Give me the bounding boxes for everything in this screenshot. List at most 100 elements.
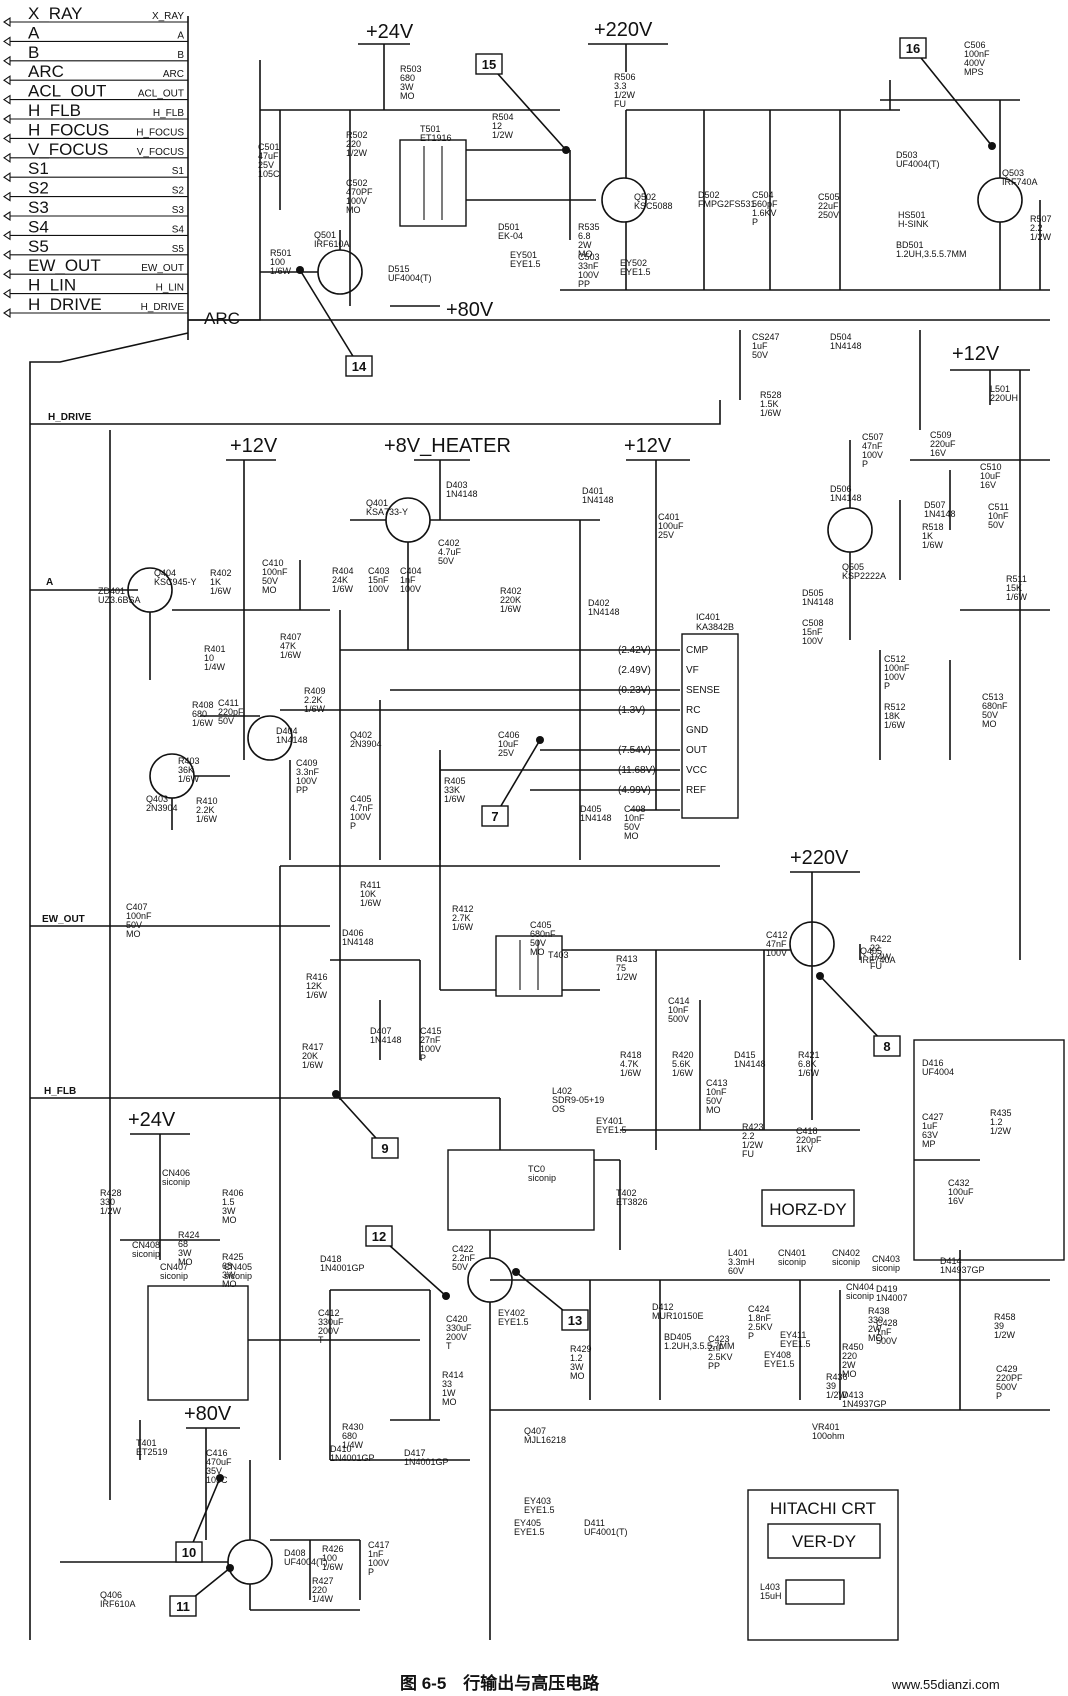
component-value: 1/6W: [798, 1068, 820, 1078]
component-value: T: [318, 1335, 324, 1345]
component-value: KSC945-Y: [154, 577, 197, 587]
component-value: 1/6W: [270, 266, 292, 276]
component-value: 1/2W: [346, 148, 368, 158]
component-value: 1/6W: [884, 720, 906, 730]
component-ref: D503: [896, 150, 918, 160]
component-value: 50V: [530, 938, 546, 948]
transformer-t401: [147, 1285, 249, 1401]
component-value: 220pF: [218, 707, 244, 717]
component-ref: ZD401: [98, 586, 125, 596]
right-coil-box: [913, 1039, 1065, 1261]
component-value: 1/6W: [620, 1068, 642, 1078]
middle-section: (2.42V)CMP(2.49V)VF(0.23V)SENSE(1.3V)RCG…: [127, 497, 739, 1460]
connector-signal-right: H_DRIVE: [141, 302, 185, 313]
component-ref: C418: [796, 1126, 818, 1136]
component-value: IRF740A: [1002, 177, 1038, 187]
component-ref: C509: [930, 430, 952, 440]
component-value: 1/2W: [616, 972, 638, 982]
component-value: FU: [742, 1149, 754, 1159]
connector-signal-right: X_RAY: [152, 11, 184, 22]
component-value: 1/4W: [312, 1594, 334, 1604]
callout-8: 8: [816, 972, 901, 1057]
connector-row-1: X_RAY X_RAY: [3, 4, 188, 28]
component-ref: C502: [346, 178, 368, 188]
component-value: 100V: [400, 584, 421, 594]
component-ref: R402: [500, 586, 522, 596]
component-value: 1/6W: [178, 774, 200, 784]
component-ref: R427: [312, 1576, 334, 1586]
component-ref: C422: [452, 1244, 474, 1254]
component-value: 200V: [446, 1332, 467, 1342]
component-value: 2.5KV: [748, 1322, 773, 1332]
component-ref: R450: [842, 1342, 864, 1352]
ic401-pin-name: VCC: [686, 765, 707, 776]
component-value: 3W: [570, 1362, 584, 1372]
rail-80v-top: +80V: [446, 299, 494, 321]
component-value: siconip: [162, 1177, 190, 1187]
component-value: 680: [342, 1431, 357, 1441]
component-value: 25V: [258, 160, 274, 170]
component-value: UF4004(T): [284, 1557, 328, 1567]
connector-signal-left: H_LIN: [28, 276, 76, 295]
connector-signal-right: ACL_OUT: [138, 89, 184, 100]
ic401-pin-name: VF: [686, 665, 699, 676]
component-value: 16V: [930, 448, 946, 458]
component-value: MO: [982, 719, 997, 729]
component-value: 1.2: [990, 1117, 1003, 1127]
component-value: 2N3904: [146, 803, 178, 813]
transistor-q401: [385, 497, 431, 543]
component-value: 1/4W: [342, 1440, 364, 1450]
mosfet-q501: [317, 249, 363, 295]
component-value: 1/6W: [444, 794, 466, 804]
component-value: 2.2K: [196, 805, 215, 815]
component-value: EYE1.5: [510, 259, 541, 269]
component-value: 1/2W: [614, 90, 636, 100]
component-ref: Q403: [146, 794, 168, 804]
callout-number: 7: [491, 809, 498, 824]
h-drive-line: [30, 400, 721, 425]
component-value: 470uF: [206, 1457, 232, 1467]
component-value: 100V: [368, 1558, 389, 1568]
component-ref: Q401: [366, 498, 388, 508]
component-ref: BD501: [896, 240, 924, 250]
connector-signal-left: X_RAY: [28, 4, 83, 23]
component-value: P: [368, 1567, 374, 1577]
component-value: 1N4148: [370, 1035, 402, 1045]
component-value: 220UH: [990, 393, 1018, 403]
component-ref: T403: [548, 950, 569, 960]
component-value: MPS: [964, 67, 984, 77]
component-ref: C415: [420, 1026, 442, 1036]
component-value: 1.2UH,3.5.5.7MM: [664, 1341, 735, 1351]
component-value: 1N4148: [802, 597, 834, 607]
rail-12v-mid: +12V: [230, 435, 278, 457]
component-value: FU: [614, 99, 626, 109]
component-ref: R429: [570, 1344, 592, 1354]
component-ref: R528: [760, 390, 782, 400]
